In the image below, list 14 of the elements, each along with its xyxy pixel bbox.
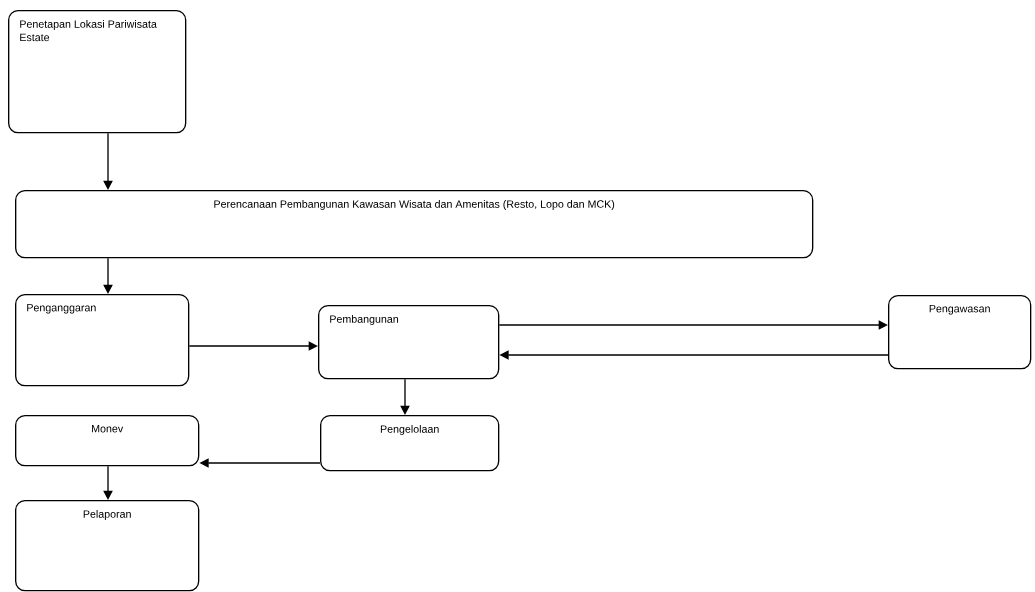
arrow <box>103 132 113 190</box>
process-box: Pembangunan <box>318 305 500 380</box>
process-box: Pelaporan <box>15 500 200 592</box>
arrow <box>188 341 318 351</box>
arrow <box>103 465 113 500</box>
process-box: Perencanaan Pembangunan Kawasan Wisata dan Amenitas (Resto, Lopo dan MCK) <box>15 190 814 259</box>
process-box: Pengawasan <box>888 295 1032 370</box>
arrow <box>498 320 888 330</box>
process-box: Pengelolaan <box>320 415 500 472</box>
arrow <box>400 378 410 415</box>
process-box: Penetapan Lokasi Pariwisata Estate <box>8 10 187 134</box>
process-box: Penganggaran <box>15 294 190 387</box>
arrow <box>103 257 113 294</box>
process-box: Monev <box>15 415 200 467</box>
